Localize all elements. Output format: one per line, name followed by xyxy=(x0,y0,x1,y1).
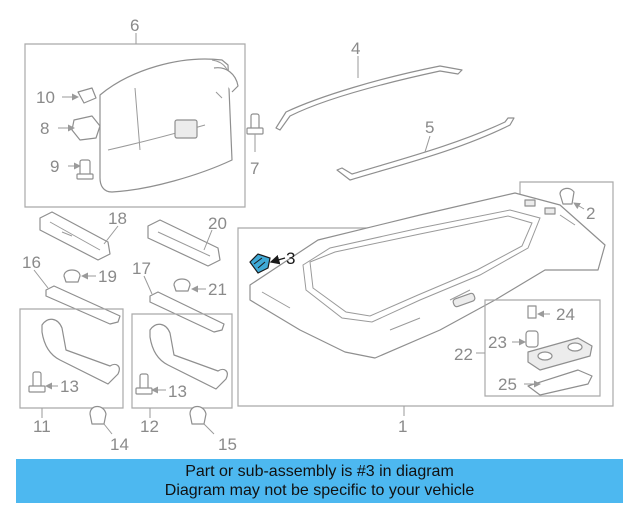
callout-9: 9 xyxy=(50,157,59,176)
headliner xyxy=(249,192,606,359)
cap-19 xyxy=(63,269,96,283)
rail-16 xyxy=(33,269,121,325)
callout-21: 21 xyxy=(208,280,227,299)
grab-handle-box-12 xyxy=(131,313,233,409)
callout-1: 1 xyxy=(398,417,407,436)
cover-15 xyxy=(189,405,215,435)
headliner-group xyxy=(237,181,614,416)
weatherstrips xyxy=(275,56,515,181)
sunroof-opening xyxy=(302,209,541,323)
callout-14: 14 xyxy=(110,435,129,454)
callout-22: 22 xyxy=(454,345,473,364)
banner-line-1: Part or sub-assembly is #3 in diagram xyxy=(185,463,454,480)
grab-handle-box-11 xyxy=(19,308,124,409)
callout-2: 2 xyxy=(586,204,595,223)
callout-10: 10 xyxy=(36,88,55,107)
bulb-24 xyxy=(527,305,537,319)
grab-handle-group-11 xyxy=(19,308,124,418)
headliner-box xyxy=(237,181,614,407)
callout-labels: 6 4 5 10 8 9 7 2 3 18 20 16 17 19 21 24 … xyxy=(22,16,595,454)
callout-20: 20 xyxy=(208,214,227,233)
weatherstrip-4 xyxy=(275,65,463,131)
visor-holder-8 xyxy=(71,115,101,141)
rail-17 xyxy=(143,275,225,333)
sun-visor xyxy=(99,58,233,193)
grab-handle-group-12 xyxy=(131,313,233,418)
callout-19: 19 xyxy=(98,267,117,286)
visor-clip-10 xyxy=(77,87,97,104)
callout-11: 11 xyxy=(33,417,51,436)
callout-8: 8 xyxy=(40,119,49,138)
callout-15: 15 xyxy=(218,435,237,454)
clip-2 xyxy=(559,187,575,205)
callout-17: 17 xyxy=(132,259,151,278)
callout-24: 24 xyxy=(556,305,575,324)
callout-7: 7 xyxy=(250,159,259,178)
callout-18: 18 xyxy=(108,209,127,228)
weatherstrip-5 xyxy=(336,117,515,181)
callout-4: 4 xyxy=(351,39,360,58)
vanity-mirror-cover xyxy=(174,119,198,139)
screw-7-group xyxy=(246,113,264,152)
diagram-notice-banner: Part or sub-assembly is #3 in diagram Di… xyxy=(16,459,623,503)
callout-3: 3 xyxy=(286,249,295,268)
callout-16: 16 xyxy=(22,253,41,272)
callout-13-left: 13 xyxy=(60,377,79,396)
cover-14 xyxy=(89,405,113,435)
handle-bracket-20 xyxy=(147,219,221,267)
map-lamp-group xyxy=(476,299,601,397)
handle-bracket-18 xyxy=(39,211,119,261)
part-3-clip xyxy=(249,253,286,274)
sun-visor-group xyxy=(24,33,246,208)
callout-23: 23 xyxy=(488,333,507,352)
grab-handle-12 xyxy=(149,323,228,390)
socket-23 xyxy=(525,330,539,348)
callout-6: 6 xyxy=(130,16,139,35)
callout-13-right: 13 xyxy=(168,382,187,401)
callout-5: 5 xyxy=(425,118,434,137)
callout-25: 25 xyxy=(498,375,517,394)
lens-25 xyxy=(527,369,593,396)
cap-21 xyxy=(173,278,206,293)
map-lamp-box xyxy=(484,299,601,397)
grab-handle-11 xyxy=(41,318,120,385)
sun-visor-box xyxy=(24,43,246,208)
banner-line-2: Diagram may not be specific to your vehi… xyxy=(164,482,475,499)
callout-12: 12 xyxy=(140,417,159,436)
